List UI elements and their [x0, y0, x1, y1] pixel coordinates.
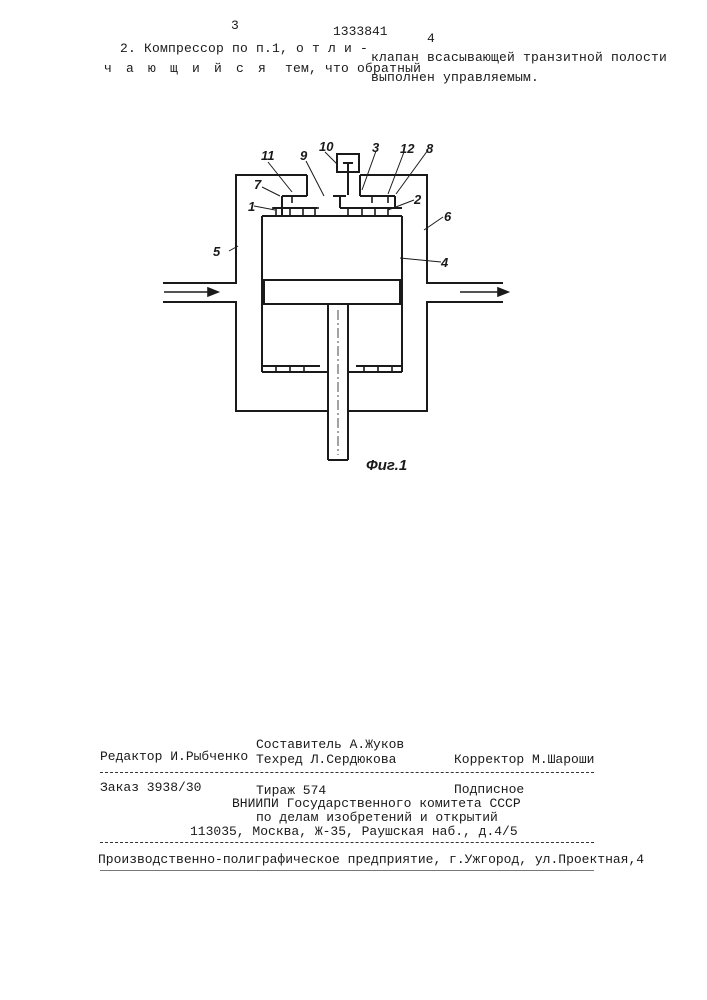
label-3: 3	[372, 140, 380, 155]
subscription: Подписное	[454, 782, 524, 797]
divider-2	[100, 842, 594, 843]
label-8: 8	[426, 141, 434, 156]
label-11: 11	[261, 148, 275, 163]
label-6: 6	[444, 209, 452, 224]
label-7: 7	[254, 177, 262, 192]
order-number: Заказ 3938/30	[100, 780, 201, 795]
label-5: 5	[213, 244, 221, 259]
org-line-2: по делам изобретений и открытий	[256, 810, 498, 825]
editor-credit: Редактор И.Рыбченко	[100, 749, 248, 764]
label-2: 2	[413, 192, 422, 207]
org-address: 113035, Москва, Ж-35, Раушская наб., д.4…	[190, 824, 518, 839]
printer-line: Производственно-полиграфическое предприя…	[98, 852, 644, 867]
org-line-1: ВНИИПИ Государственного комитета СССР	[232, 796, 521, 811]
divider-1	[100, 772, 594, 773]
divider-3	[100, 870, 594, 871]
label-12: 12	[400, 141, 415, 156]
techred-credit: Техред Л.Сердюкова	[256, 752, 396, 767]
figure-compressor-diagram: 11 9 10 3 12 8 7 1 2 6 5 4 Фиг.1	[0, 0, 707, 500]
label-9: 9	[300, 148, 308, 163]
label-1: 1	[248, 199, 255, 214]
corrector-credit: Корректор М.Шароши	[454, 752, 594, 767]
compiler-credit: Составитель А.Жуков	[256, 737, 404, 752]
label-4: 4	[440, 255, 449, 270]
label-10: 10	[319, 139, 334, 154]
figure-caption: Фиг.1	[366, 457, 407, 474]
